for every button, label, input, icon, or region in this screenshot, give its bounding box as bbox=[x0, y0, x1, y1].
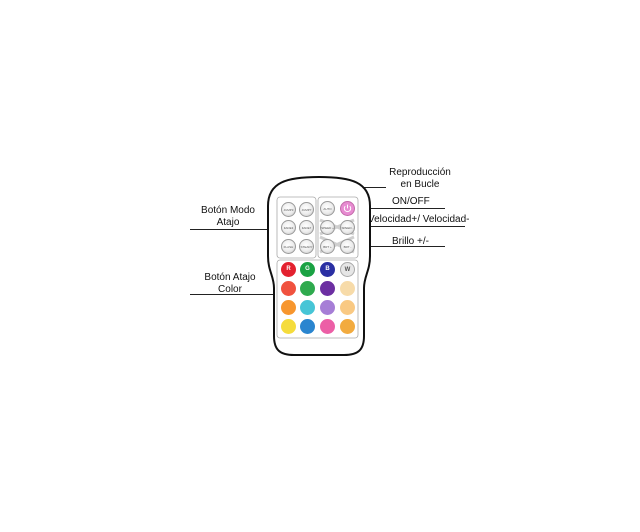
color-button-r2c3[interactable] bbox=[320, 281, 335, 296]
color-button-r4c3[interactable] bbox=[320, 319, 335, 334]
color-label-line1: Botón Atajo bbox=[204, 272, 256, 283]
auto-button[interactable]: AUTO bbox=[320, 201, 335, 216]
green-button[interactable]: G bbox=[300, 262, 315, 277]
flash-button[interactable]: FLASH bbox=[281, 239, 296, 254]
color-button-r2c2[interactable] bbox=[300, 281, 315, 296]
speed-leader bbox=[355, 226, 465, 227]
speed-label: Velocidad+/ Velocidad- bbox=[368, 214, 470, 225]
fade3-button[interactable]: FADE3 bbox=[281, 220, 296, 235]
onoff-label: ON/OFF bbox=[392, 196, 430, 207]
speed-down-button[interactable]: SPEED - bbox=[340, 220, 355, 235]
mode-leader bbox=[190, 229, 278, 230]
color-button-r2c1[interactable] bbox=[281, 281, 296, 296]
loop-label-line2: en Bucle bbox=[400, 179, 440, 190]
jump3-button[interactable]: JUMP3 bbox=[281, 202, 296, 217]
color-button-r3c3[interactable] bbox=[320, 300, 335, 315]
fade7-button[interactable]: FADE7 bbox=[299, 220, 314, 235]
color-label-line2: Color bbox=[218, 284, 242, 295]
jump7-button[interactable]: JUMP7 bbox=[299, 202, 314, 217]
color-leader bbox=[190, 294, 278, 295]
brightness-down-button[interactable]: BRT - bbox=[340, 239, 355, 254]
mode-shortcut-label: Botón Modo Atajo bbox=[192, 205, 264, 229]
brightness-leader bbox=[355, 246, 445, 247]
color-button-r4c4[interactable] bbox=[340, 319, 355, 334]
power-button[interactable] bbox=[340, 201, 355, 216]
remote-control: JUMP3 JUMP7 FADE3 FADE7 FLASH STEADY AUT… bbox=[266, 176, 372, 356]
white-button[interactable]: W bbox=[340, 262, 355, 277]
color-button-r3c1[interactable] bbox=[281, 300, 296, 315]
color-button-r2c4[interactable] bbox=[340, 281, 355, 296]
color-button-r4c1[interactable] bbox=[281, 319, 296, 334]
color-shortcut-label: Botón Atajo Color bbox=[196, 272, 264, 296]
brightness-label: Brillo +/- bbox=[392, 236, 429, 247]
mode-label-line1: Botón Modo bbox=[201, 205, 255, 216]
color-button-r3c2[interactable] bbox=[300, 300, 315, 315]
speed-up-button[interactable]: SPEED + bbox=[320, 220, 335, 235]
brightness-up-button[interactable]: BRT + bbox=[320, 239, 335, 254]
red-button[interactable]: R bbox=[281, 262, 296, 277]
color-button-r3c4[interactable] bbox=[340, 300, 355, 315]
power-icon bbox=[343, 204, 352, 213]
loop-label: Reproducción en Bucle bbox=[380, 167, 460, 191]
color-button-r4c2[interactable] bbox=[300, 319, 315, 334]
onoff-leader bbox=[355, 208, 445, 209]
steady-button[interactable]: STEADY bbox=[299, 239, 314, 254]
loop-label-line1: Reproducción bbox=[389, 167, 451, 178]
mode-label-line2: Atajo bbox=[216, 217, 240, 228]
blue-button[interactable]: B bbox=[320, 262, 335, 277]
